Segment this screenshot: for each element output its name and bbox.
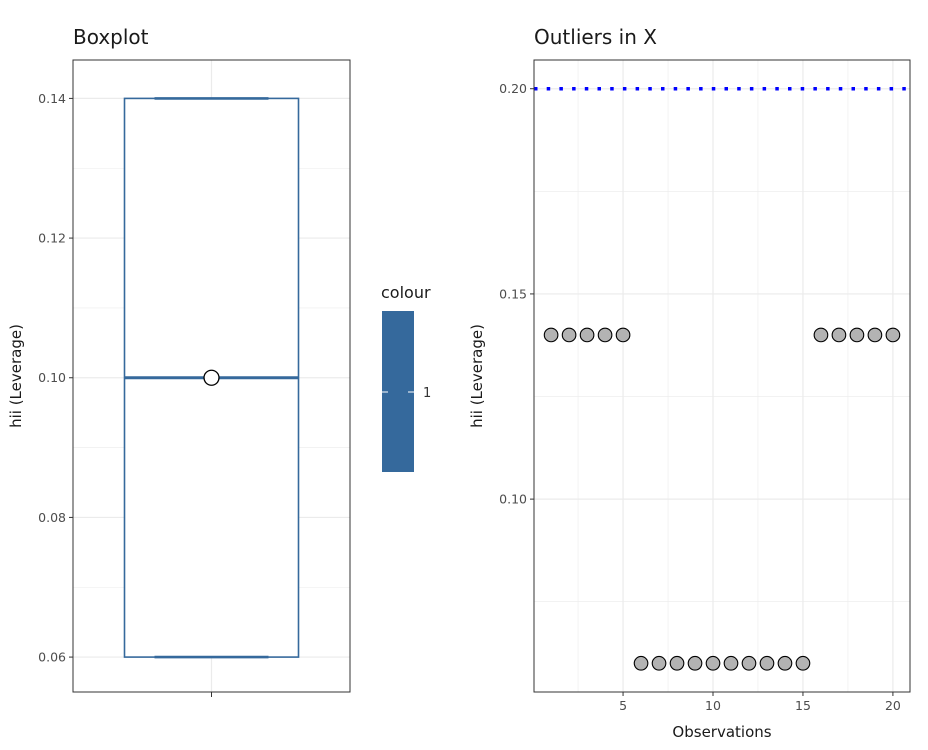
boxplot-y-ticks: 0.06 0.08 0.10 0.12 0.14 — [38, 91, 73, 665]
legend-label: 1 — [423, 386, 431, 401]
observation-point — [543, 327, 559, 343]
observation-point — [579, 327, 595, 343]
observation-point — [849, 327, 865, 343]
boxplot-y-tick-label: 0.12 — [38, 231, 66, 246]
boxplot-y-tick-label: 0.06 — [38, 650, 66, 665]
outliers-x-tick-label: 5 — [619, 698, 627, 713]
boxplot-panel: 0.06 0.08 0.10 0.12 0.14 Boxplot hii (Levera… — [7, 25, 351, 697]
outliers-points — [543, 327, 901, 671]
boxplot-y-tick-label: 0.10 — [38, 370, 66, 385]
outliers-x-tick-label: 20 — [885, 698, 901, 713]
boxplot-y-tick-label: 0.08 — [38, 510, 66, 525]
outliers-y-tick-label: 0.20 — [499, 81, 527, 96]
observation-point — [687, 655, 703, 671]
observation-point — [741, 655, 757, 671]
observation-point — [777, 655, 793, 671]
observation-point — [561, 327, 577, 343]
observation-point — [813, 327, 829, 343]
observation-point — [795, 655, 811, 671]
outliers-panel-border — [533, 59, 911, 693]
observation-point — [759, 655, 775, 671]
observation-point — [651, 655, 667, 671]
observation-point — [669, 655, 685, 671]
observation-point — [885, 327, 901, 343]
observation-point — [633, 655, 649, 671]
boxplot-y-axis-title: hii (Leverage) — [7, 324, 25, 428]
boxplot-box — [123, 97, 300, 659]
observation-point — [867, 327, 883, 343]
boxplot-y-tick-label: 0.14 — [38, 91, 66, 106]
outliers-y-tick-label: 0.15 — [499, 286, 527, 301]
outliers-x-axis-title: Observations — [672, 723, 771, 741]
outliers-y-ticks: 0.10 0.15 0.20 — [499, 81, 534, 507]
outliers-y-tick-label: 0.10 — [499, 492, 527, 507]
observation-point — [831, 327, 847, 343]
observation-point — [723, 655, 739, 671]
observation-point — [615, 327, 631, 343]
boxplot-title: Boxplot — [73, 25, 149, 49]
outliers-y-axis-title: hii (Leverage) — [468, 324, 486, 428]
outliers-title: Outliers in X — [534, 25, 657, 49]
outliers-panel: 0.10 0.15 0.20 5 10 15 20 Outliers in X hii (… — [468, 25, 911, 741]
outliers-x-ticks: 5 10 15 20 — [619, 692, 901, 713]
observation-point — [597, 327, 613, 343]
outliers-gridlines — [534, 60, 910, 692]
outliers-panel-background — [534, 60, 910, 692]
boxplot-mean-point — [203, 369, 220, 386]
outliers-x-tick-label: 15 — [795, 698, 811, 713]
outliers-x-tick-label: 10 — [705, 698, 721, 713]
colour-legend: colour 1 — [381, 283, 431, 472]
legend-title: colour — [381, 283, 431, 302]
observation-point — [705, 655, 721, 671]
